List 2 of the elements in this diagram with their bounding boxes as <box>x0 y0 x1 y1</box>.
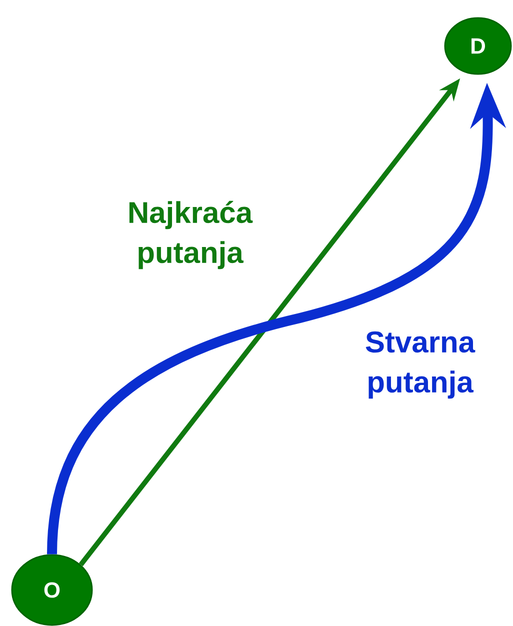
edge-label: Stvarna putanja <box>366 331 476 399</box>
edge-label: Najkraća putanja <box>129 200 253 270</box>
